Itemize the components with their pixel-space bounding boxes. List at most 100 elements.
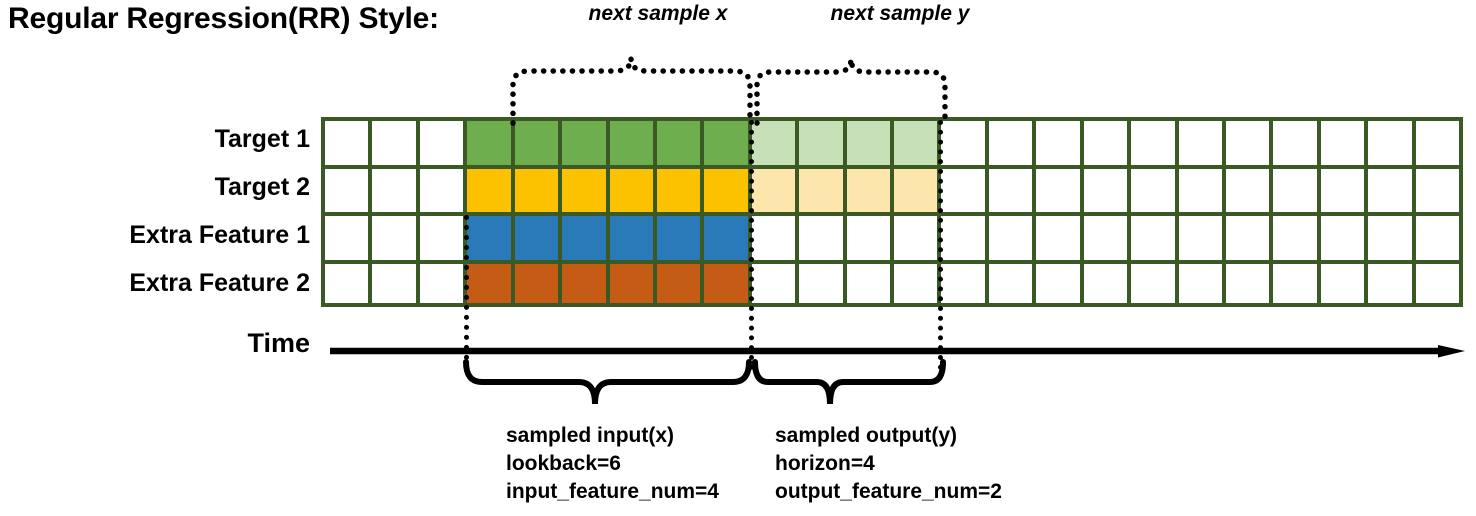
grid-row-target-1: [321, 117, 1463, 165]
page-title: Regular Regression(RR) Style:: [8, 2, 439, 35]
grid-cell-extra-feature-2-14-empty: [988, 263, 1033, 303]
grid-cell-target-1-19-empty: [1226, 121, 1270, 165]
grid-cell-target-2-18-empty: [1178, 168, 1223, 212]
sampled-input-line-3: input_feature_num=4: [506, 479, 719, 503]
grid-cell-extra-feature-1-10-output: [799, 216, 843, 260]
grid-cell-target-2-1-empty: [372, 168, 416, 212]
annotation-sampled-input: sampled input(x) lookback=6 input_featur…: [506, 422, 719, 506]
timeline-grid: [321, 117, 1463, 307]
grid-row-target-2: [321, 165, 1463, 212]
grid-cell-target-1-8-input: [704, 121, 748, 165]
grid-cell-target-2-13-empty: [941, 168, 985, 212]
grid-cell-target-2-14-empty: [988, 168, 1033, 212]
grid-cell-target-2-6-input: [609, 168, 653, 212]
grid-cell-target-1-14-empty: [988, 121, 1033, 165]
grid-cell-target-1-15-empty: [1036, 121, 1080, 165]
grid-cell-target-2-10-output: [799, 168, 843, 212]
grid-cell-target-2-21-empty: [1320, 168, 1365, 212]
guide-line-output-end: [938, 120, 943, 370]
grid-cell-extra-feature-2-7-input: [656, 263, 701, 303]
grid-cell-extra-feature-2-15-empty: [1036, 263, 1080, 303]
grid-cell-extra-feature-2-8-input: [704, 263, 748, 303]
grid-cell-extra-feature-2-20-empty: [1273, 263, 1317, 303]
grid-cell-extra-feature-2-11-output: [846, 263, 891, 303]
grid-cell-extra-feature-1-9-output: [751, 216, 796, 260]
grid-cell-target-1-13-empty: [941, 121, 985, 165]
grid-cell-extra-feature-2-3-input: [467, 263, 511, 303]
grid-cell-extra-feature-2-22-empty: [1368, 263, 1412, 303]
grid-cell-target-2-5-input: [562, 168, 606, 212]
grid-cell-extra-feature-2-16-empty: [1083, 263, 1128, 303]
grid-cell-extra-feature-1-12-output: [894, 216, 938, 260]
grid-cell-extra-feature-2-0-empty: [325, 263, 369, 303]
grid-cell-extra-feature-2-4-input: [514, 263, 559, 303]
grid-cell-extra-feature-2-18-empty: [1178, 263, 1223, 303]
grid-cell-target-2-4-input: [514, 168, 559, 212]
grid-cell-extra-feature-1-20-empty: [1273, 216, 1317, 260]
grid-cell-extra-feature-1-16-empty: [1083, 216, 1128, 260]
grid-cell-target-1-10-output: [799, 121, 843, 165]
grid-cell-target-1-6-input: [609, 121, 653, 165]
grid-cell-target-2-7-input: [656, 168, 701, 212]
sampled-output-line-2: horizon=4: [775, 451, 875, 475]
grid-cell-target-2-12-output: [894, 168, 938, 212]
grid-cell-target-2-20-empty: [1273, 168, 1317, 212]
grid-cell-target-2-22-empty: [1368, 168, 1412, 212]
grid-cell-extra-feature-2-2-empty: [419, 263, 464, 303]
top-brace-group: [510, 57, 948, 126]
grid-cell-extra-feature-2-19-empty: [1226, 263, 1270, 303]
grid-cell-target-1-20-empty: [1273, 121, 1317, 165]
brace-next-sample-y: [754, 58, 948, 126]
grid-cell-target-1-23-empty: [1415, 121, 1460, 165]
row-label-target-1: Target 1: [214, 125, 310, 153]
grid-cell-extra-feature-1-1-empty: [372, 216, 416, 260]
guide-line-input-end: [749, 120, 754, 370]
grid-cell-extra-feature-2-5-input: [562, 263, 606, 303]
grid-cell-target-1-16-empty: [1083, 121, 1128, 165]
grid-cell-target-2-15-empty: [1036, 168, 1080, 212]
grid-cell-target-1-3-input: [467, 121, 511, 165]
grid-cell-target-2-2-empty: [419, 168, 464, 212]
sampled-output-line-3: output_feature_num=2: [775, 479, 1002, 503]
grid-cell-extra-feature-2-6-input: [609, 263, 653, 303]
grid-cell-extra-feature-1-21-empty: [1320, 216, 1365, 260]
grid-cell-extra-feature-1-0-empty: [325, 216, 369, 260]
time-axis-label: Time: [247, 328, 310, 358]
grid-cell-target-1-1-empty: [372, 121, 416, 165]
grid-cell-extra-feature-1-11-output: [846, 216, 891, 260]
grid-cell-target-1-11-output: [846, 121, 891, 165]
grid-cell-extra-feature-1-13-empty: [941, 216, 985, 260]
grid-cell-target-1-22-empty: [1368, 121, 1412, 165]
grid-cell-target-2-3-input: [467, 168, 511, 212]
grid-cell-extra-feature-1-17-empty: [1131, 216, 1175, 260]
time-axis-arrow: [330, 345, 1465, 358]
grid-cell-target-2-16-empty: [1083, 168, 1128, 212]
grid-cell-extra-feature-1-7-input: [656, 216, 701, 260]
grid-cell-target-2-0-empty: [325, 168, 369, 212]
sampled-input-line-1: sampled input(x): [506, 424, 675, 447]
grid-cell-extra-feature-1-4-input: [514, 216, 559, 260]
annotation-sampled-output: sampled output(y) horizon=4 output_featu…: [775, 422, 1002, 506]
row-label-extra-feature-1: Extra Feature 1: [129, 221, 310, 249]
grid-cell-target-2-19-empty: [1226, 168, 1270, 212]
grid-cell-extra-feature-1-15-empty: [1036, 216, 1080, 260]
grid-cell-target-2-8-input: [704, 168, 748, 212]
row-label-target-2: Target 2: [214, 173, 310, 201]
grid-cell-target-1-17-empty: [1131, 121, 1175, 165]
grid-cell-target-1-18-empty: [1178, 121, 1223, 165]
grid-cell-extra-feature-1-2-empty: [419, 216, 464, 260]
grid-cell-target-2-17-empty: [1131, 168, 1175, 212]
brace-next-sample-x: [510, 57, 753, 126]
grid-cell-extra-feature-2-21-empty: [1320, 263, 1365, 303]
label-next-sample-y: next sample y: [830, 2, 970, 25]
row-label-extra-feature-2: Extra Feature 2: [129, 269, 310, 297]
grid-cell-extra-feature-1-19-empty: [1226, 216, 1270, 260]
grid-cell-extra-feature-2-12-output: [894, 263, 938, 303]
sampled-output-line-1: sampled output(y): [775, 424, 957, 447]
grid-cell-extra-feature-1-22-empty: [1368, 216, 1412, 260]
grid-cell-extra-feature-2-23-empty: [1415, 263, 1460, 303]
grid-cell-target-1-12-output: [894, 121, 938, 165]
grid-cell-extra-feature-2-13-empty: [941, 263, 985, 303]
sampled-input-line-2: lookback=6: [506, 451, 621, 475]
